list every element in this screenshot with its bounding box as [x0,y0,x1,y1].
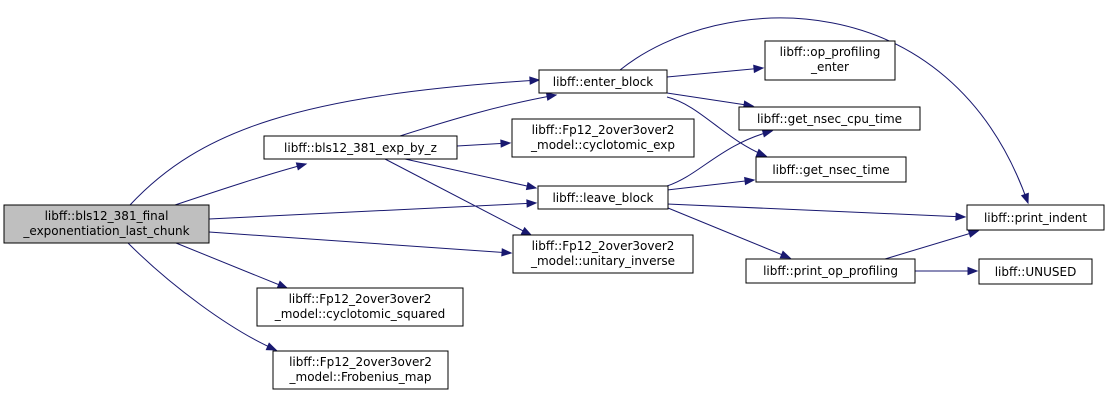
node-label-line-1: libff::Fp12_2over3over2 [289,292,432,306]
edge-exp-by-z-to-enter-block [399,92,558,137]
arrowhead [761,129,774,138]
node-label-line-2: _model::Frobenius_map [289,370,432,384]
arrowhead [500,139,512,148]
arrowhead [276,280,289,289]
edge-exp-by-z-to-unitary-inverse [384,158,533,236]
edge-enter-block-to-print-indent [619,17,1029,205]
node-label: libff::print_op_profiling [763,264,898,278]
edge-print-op-profiling-to-unused [915,266,979,276]
node-label: libff::bls12_381_exp_by_z [284,141,437,155]
edge-enter-block-to-nsec-time [666,96,768,157]
node-get-nsec-cpu-time[interactable]: libff::get_nsec_cpu_time [738,106,921,131]
arrowhead [755,148,768,157]
node-label: libff::enter_block [553,75,654,89]
node-bls12-381-exp-by-z[interactable]: libff::bls12_381_exp_by_z [263,135,458,160]
edge-root-to-exp-by-z [174,162,308,206]
node-op-profiling-enter[interactable]: libff::op_profiling _enter [764,40,896,81]
arrowhead [967,229,980,238]
edge-enter-block-to-nsec-cpu-time [666,92,755,109]
arrowhead [265,342,278,351]
arrowhead [520,226,533,236]
node-label: libff::get_nsec_time [772,163,889,177]
node-fp12-frobenius-map[interactable]: libff::Fp12_2over3over2 _model::Frobeniu… [272,350,449,390]
node-label-line-1: libff::Fp12_2over3over2 [532,239,675,253]
edge-leave-block-to-print-op-profiling [667,207,792,259]
node-print-op-profiling[interactable]: libff::print_op_profiling [745,258,916,284]
arrowhead [967,266,979,276]
node-leave-block[interactable]: libff::leave_block [537,185,669,210]
node-label-line-1: libff::bls12_381_final [45,209,169,223]
node-label: libff::get_nsec_cpu_time [757,112,902,126]
node-label-line-1: libff::op_profiling [780,45,881,59]
arrowhead [744,176,756,186]
node-fp12-unitary-inverse[interactable]: libff::Fp12_2over3over2 _model::unitary_… [512,234,694,274]
node-label: libff::print_indent [984,211,1087,225]
arrowhead [955,212,967,221]
edge-root-to-cyclotomic-squared [175,242,289,289]
edge-print-op-profiling-to-print-indent [884,229,980,260]
arrowhead [753,64,765,74]
edge-enter-block-to-op-profiling-enter [666,64,765,78]
node-label: libff::UNUSED [995,265,1077,279]
edge-root-to-enter-block [129,76,541,206]
edge-root-to-frobenius-map [127,242,278,351]
node-label-line-2: _model::unitary_inverse [530,254,675,268]
node-label-line-2: _enter [810,60,849,74]
arrowhead [525,181,538,191]
node-label-line-2: _model::cyclotomic_exp [530,138,675,152]
node-fp12-cyclotomic-exp[interactable]: libff::Fp12_2over3over2 _model::cyclotom… [511,118,695,158]
arrowhead [779,250,792,259]
edge-leave-block-to-print-indent [666,203,967,221]
node-enter-block[interactable]: libff::enter_block [538,69,668,94]
node-unused[interactable]: libff::UNUSED [978,258,1093,285]
arrowhead [1020,192,1029,205]
node-fp12-cyclotomic-squared[interactable]: libff::Fp12_2over3over2 _model::cyclotom… [256,287,464,327]
node-label-line-2: _model::cyclotomic_squared [274,307,446,321]
arrowhead [545,92,558,101]
node-label-line-1: libff::Fp12_2over3over2 [289,355,432,369]
arrowhead [295,162,308,171]
node-print-indent[interactable]: libff::print_indent [966,204,1105,231]
edge-exp-by-z-to-leave-block [404,158,538,191]
node-bls12-381-final-exponentiation-last-chunk[interactable]: libff::bls12_381_final _exponentiation_l… [3,204,210,244]
node-label-line-2: _exponentiation_last_chunk [22,224,189,238]
node-label: libff::leave_block [552,191,653,205]
edge-root-to-leave-block [208,199,538,220]
node-label-line-1: libff::Fp12_2over3over2 [532,123,675,137]
arrowhead [526,199,538,208]
arrowhead [501,248,513,257]
arrowhead [529,76,541,85]
node-get-nsec-time[interactable]: libff::get_nsec_time [755,156,907,183]
edge-exp-by-z-to-cyclotomic-exp [456,139,512,148]
edge-leave-block-to-nsec-time [666,176,756,191]
edge-root-to-unitary-inverse [208,231,513,257]
